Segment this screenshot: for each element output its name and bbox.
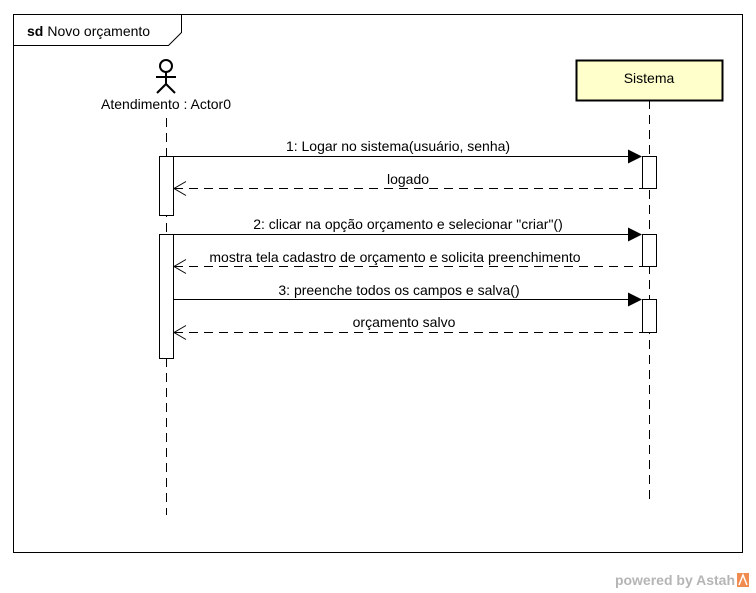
astah-logo-icon	[737, 572, 749, 587]
message-6: orçamento salvo	[173, 314, 642, 340]
frame-keyword: sd	[27, 23, 43, 39]
message-1: 1: Logar no sistema(usuário, senha)	[174, 138, 642, 164]
watermark-text: powered by Astah	[615, 572, 735, 588]
open-arrowhead-icon	[173, 325, 187, 340]
stick-figure-icon	[156, 59, 176, 94]
message-6-label: orçamento salvo	[353, 314, 456, 330]
message-2: logado	[173, 171, 642, 196]
filled-arrowhead-icon	[628, 227, 642, 242]
actor-label: Atendimento : Actor0	[101, 96, 231, 112]
open-arrowhead-icon	[173, 259, 187, 274]
message-1-label: 1: Logar no sistema(usuário, senha)	[286, 138, 510, 154]
actor-activation-1	[159, 156, 174, 216]
message-2-label: logado	[387, 171, 429, 187]
astah-watermark: powered by Astah	[615, 572, 749, 588]
filled-arrowhead-icon	[628, 149, 642, 164]
system-activation-2	[642, 234, 657, 267]
open-arrowhead-icon	[173, 181, 187, 196]
frame-title-tab	[13, 14, 182, 46]
message-3-label: 2: clicar na opção orçamento e seleciona…	[253, 216, 563, 232]
message-5: 3: preenche todos os campos e salva()	[174, 282, 642, 307]
filled-arrowhead-icon	[628, 292, 642, 307]
actor-activation-2	[159, 234, 174, 359]
diagram-frame	[13, 14, 743, 553]
message-3: 2: clicar na opção orçamento e seleciona…	[174, 216, 642, 242]
system-activation-1	[642, 156, 657, 189]
message-4: mostra tela cadastro de orçamento e soli…	[173, 249, 642, 274]
message-5-label: 3: preenche todos os campos e salva()	[278, 282, 519, 298]
message-4-label: mostra tela cadastro de orçamento e soli…	[209, 249, 580, 265]
system-activation-3	[642, 299, 657, 333]
system-label: Sistema	[624, 70, 675, 86]
frame-name: Novo orçamento	[47, 23, 150, 39]
